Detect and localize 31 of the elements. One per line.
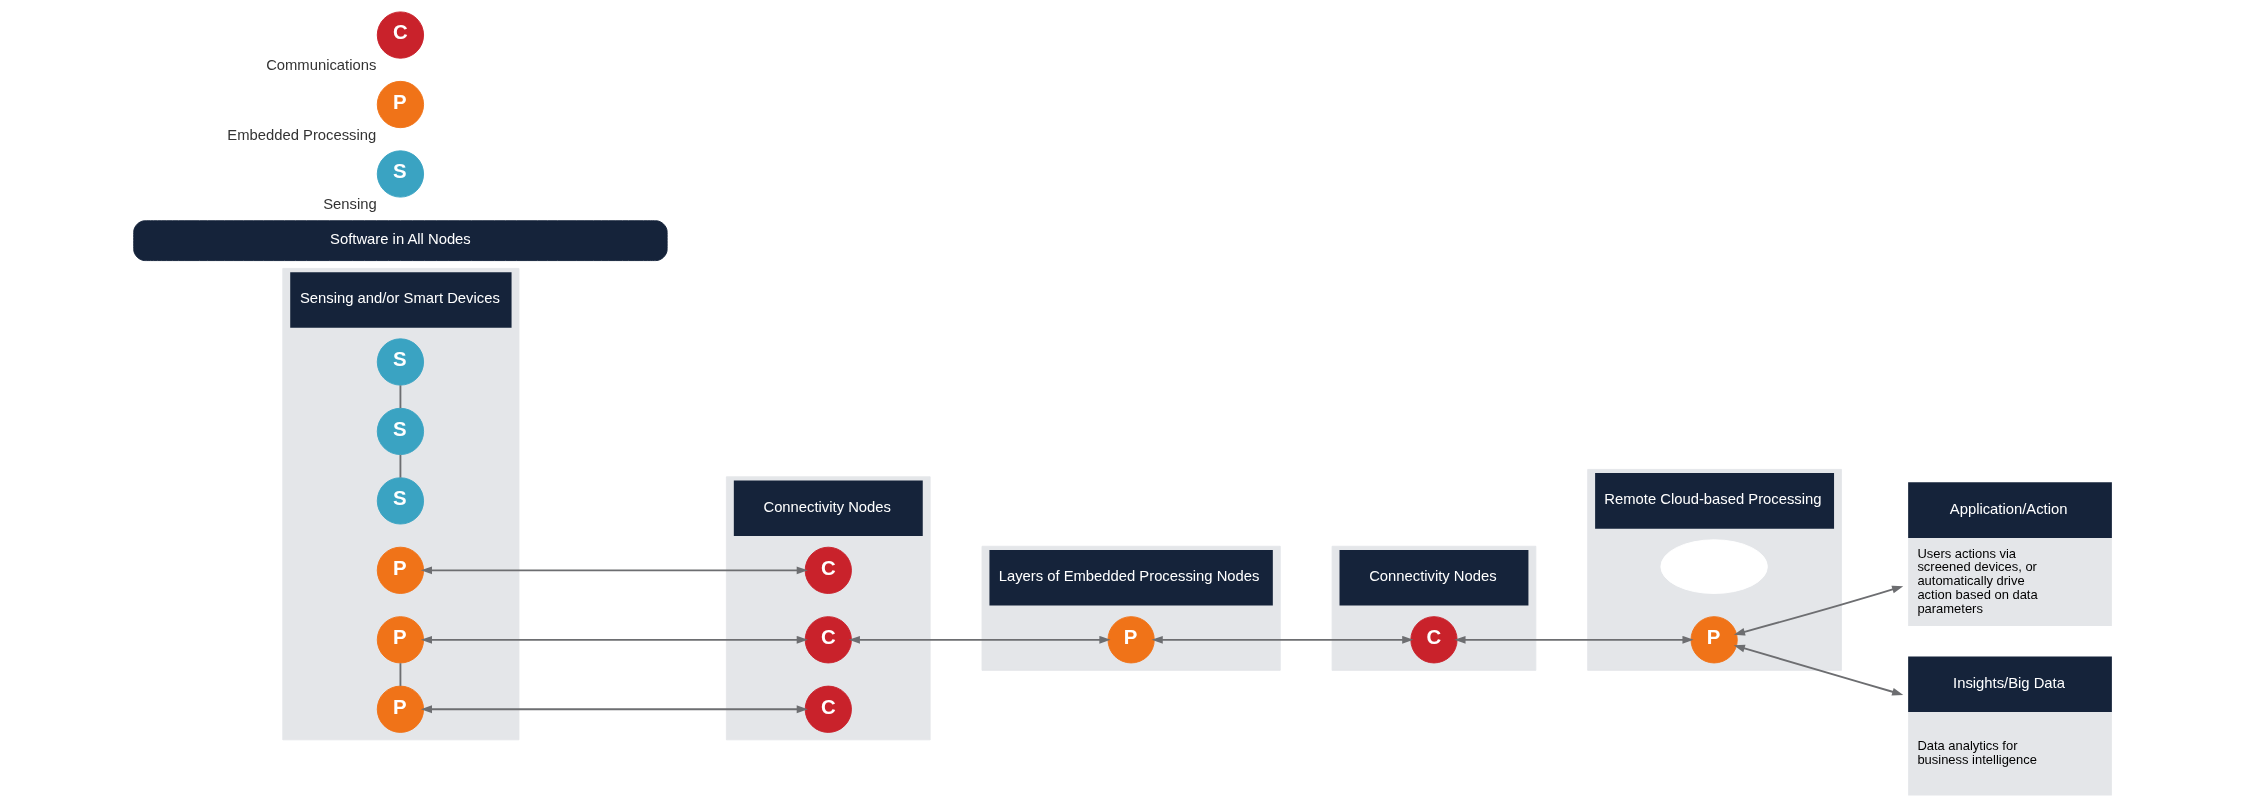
node-circle: C bbox=[1409, 616, 1458, 664]
connector bbox=[399, 453, 401, 479]
node-circle: C bbox=[804, 616, 852, 664]
node-circle: P bbox=[376, 616, 424, 664]
arrow bbox=[1733, 585, 1903, 636]
node-circle: C bbox=[376, 11, 424, 59]
node-circle: S bbox=[376, 477, 424, 525]
arrow bbox=[1453, 635, 1694, 644]
arrow bbox=[420, 705, 808, 714]
node-label: Sensing bbox=[322, 195, 377, 212]
node-circle: P bbox=[1107, 616, 1155, 664]
node-circle: S bbox=[376, 407, 424, 456]
node-cloud bbox=[1659, 539, 1768, 594]
arrow bbox=[420, 566, 808, 575]
arrow bbox=[1151, 635, 1413, 644]
node-circle: S bbox=[376, 338, 424, 386]
node-label: Communications bbox=[265, 57, 376, 74]
connector bbox=[399, 384, 401, 409]
node-circle: P bbox=[376, 546, 424, 594]
arrow bbox=[420, 635, 808, 644]
node-circle: P bbox=[376, 80, 424, 129]
node-circle: C bbox=[804, 685, 852, 733]
arrow bbox=[1733, 644, 1903, 696]
node-circle: C bbox=[804, 546, 852, 594]
connector bbox=[399, 662, 401, 687]
node-circle: S bbox=[376, 150, 424, 198]
node-circle: P bbox=[376, 685, 424, 733]
arrow bbox=[848, 635, 1110, 644]
node-label: Embedded Processing bbox=[226, 126, 376, 143]
node-box: Software in All Nodes bbox=[132, 220, 668, 262]
node-circle: P bbox=[1690, 616, 1738, 664]
